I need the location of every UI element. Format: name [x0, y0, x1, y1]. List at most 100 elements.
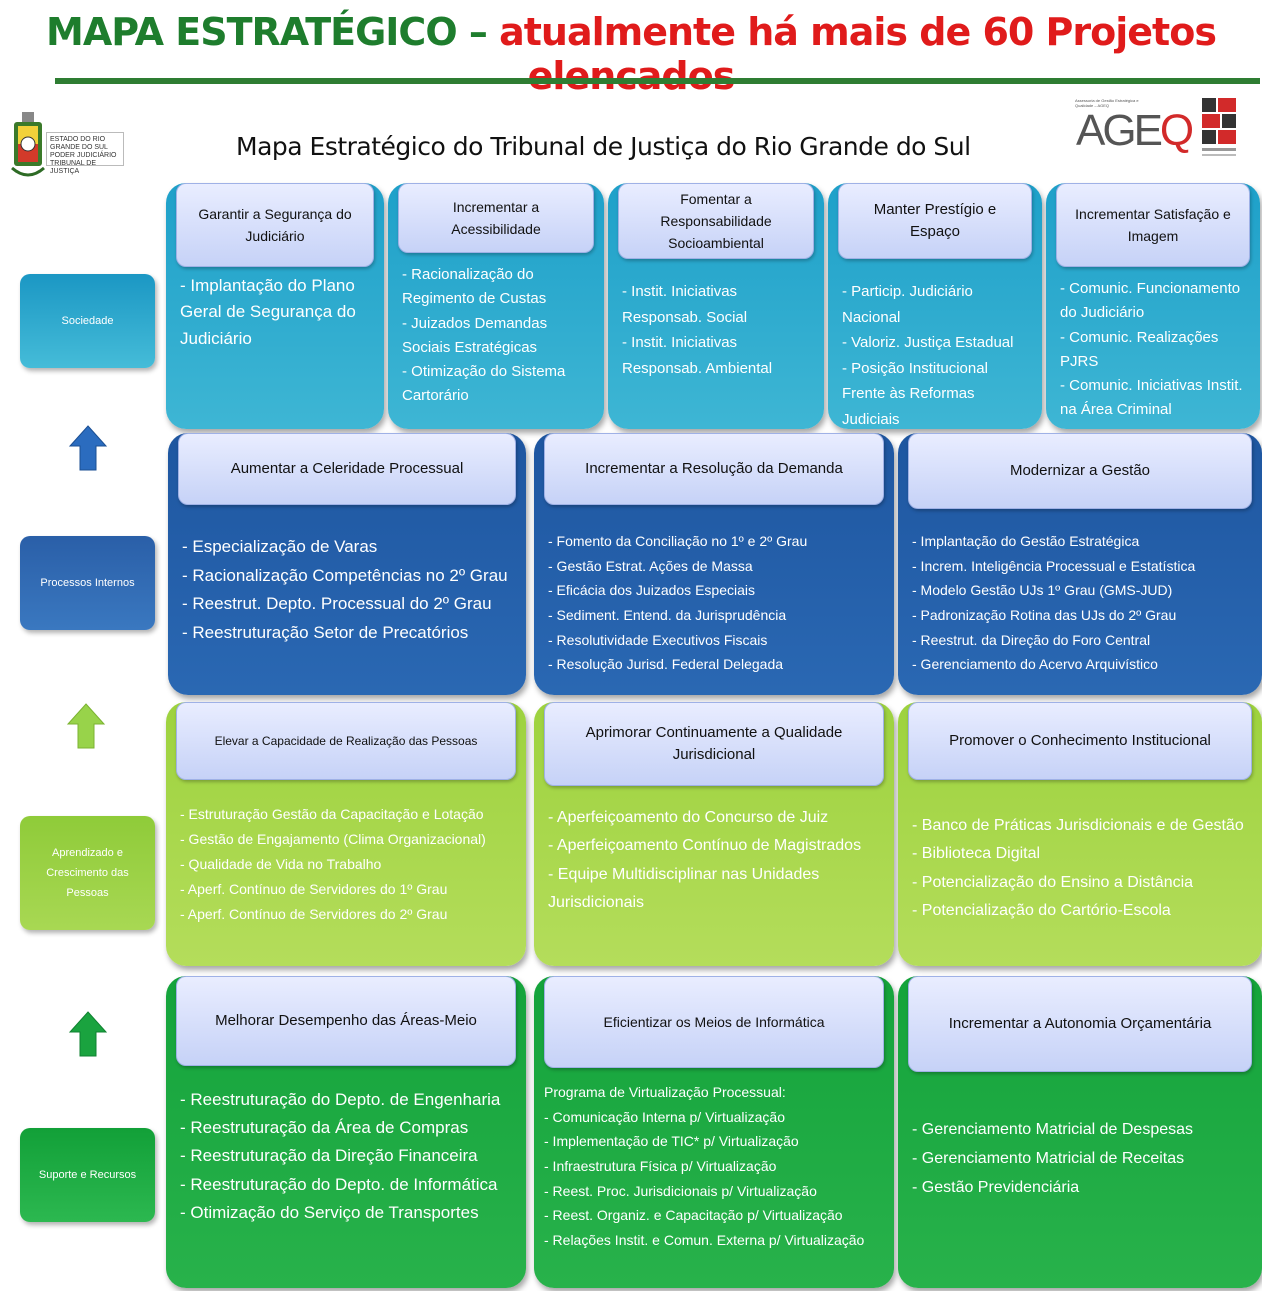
- project-item: - Juizados Demandas Sociais Estratégicas: [402, 314, 548, 356]
- project-item: - Reestrut. da Direção do Foro Central: [912, 631, 1151, 648]
- project-item: - Aperfeiçoamento Contínuo de Magistrado…: [548, 837, 862, 855]
- project-item: - Particip. Judiciário Nacional: [842, 283, 973, 326]
- objective-title: Modernizar a Gestão: [908, 433, 1252, 509]
- objective-title: Manter Prestígio e Espaço: [838, 183, 1032, 259]
- project-item: - Racionalização do Regimento de Custas: [402, 266, 547, 308]
- project-item: - Implementação de TIC* p/ Virtualização: [544, 1133, 799, 1150]
- project-item: - Instit. Iniciativas Responsab. Ambient…: [622, 334, 773, 377]
- project-item: - Otimização do Serviço de Transportes: [180, 1202, 479, 1222]
- objective-title: Melhorar Desempenho das Áreas-Meio: [176, 976, 516, 1066]
- project-item: - Resolução Jurisd. Federal Delegada: [548, 656, 784, 673]
- row-label-suporte: Suporte e Recursos: [20, 1128, 155, 1222]
- page-headline: MAPA ESTRATÉGICO – atualmente há mais de…: [0, 10, 1262, 98]
- project-item: - Otimização do Sistema Cartorário: [402, 363, 566, 405]
- objective-card-celeridade: Aumentar a Celeridade Processual - Espec…: [168, 433, 526, 695]
- headline-divider: [55, 78, 1260, 84]
- project-item: - Increm. Inteligência Processual e Esta…: [912, 557, 1196, 574]
- program-heading: Programa de Virtualização Processual:: [544, 1084, 786, 1100]
- project-item: - Aperf. Contínuo de Servidores do 2º Gr…: [180, 905, 448, 922]
- project-item: - Comunicação Interna p/ Virtualização: [544, 1108, 785, 1125]
- project-item: - Reest. Proc. Jurisdicionais p/ Virtual…: [544, 1182, 817, 1199]
- project-item: - Banco de Práticas Jurisdicionais e de …: [912, 817, 1244, 834]
- ageq-logo-text: AGE: [1076, 106, 1163, 155]
- objective-card-areas-meio: Melhorar Desempenho das Áreas-Meio - Ree…: [166, 976, 526, 1288]
- objective-title: Aumentar a Celeridade Processual: [178, 433, 516, 505]
- project-item: - Gestão de Engajamento (Clima Organizac…: [180, 830, 486, 847]
- project-item: - Aperfeiçoamento do Concurso de Juiz: [548, 809, 829, 826]
- project-item: - Sediment. Entend. da Jurisprudência: [548, 606, 787, 623]
- ageq-logo: AGEQ: [1076, 106, 1194, 156]
- project-item: - Implantação do Plano Geral de Seguranç…: [180, 276, 356, 348]
- objective-title: Aprimorar Continuamente a Qualidade Juri…: [544, 702, 884, 786]
- project-item: - Fomento da Conciliação no 1º e 2º Grau: [548, 533, 808, 549]
- project-item: - Aperf. Contínuo de Servidores do 1º Gr…: [180, 880, 448, 897]
- ageq-caption: Assessoria de Gestão Estratégica e Quali…: [1075, 98, 1139, 108]
- project-item: - Gerenciamento Matricial de Receitas: [912, 1149, 1185, 1167]
- up-arrow-icon: [68, 1011, 108, 1057]
- project-item: - Valoriz. Justiça Estadual: [842, 334, 1014, 351]
- objective-card-prestigio: Manter Prestígio e Espaço - Particip. Ju…: [828, 183, 1042, 429]
- project-item: - Eficácia dos Juizados Especiais: [548, 582, 755, 599]
- pgq-logo-icon: [1202, 98, 1236, 156]
- project-item: - Implantação do Gestão Estratégica: [912, 533, 1140, 549]
- project-item: - Equipe Multidisciplinar nas Unidades J…: [548, 865, 820, 912]
- row-label-aprendizado: Aprendizado e Crescimento das Pessoas: [20, 816, 155, 930]
- project-item: - Potencialização do Ensino a Distância: [912, 873, 1194, 891]
- project-item: - Gerenciamento do Acervo Arquivístico: [912, 656, 1158, 673]
- project-item: - Posição Institucional Frente às Reform…: [842, 359, 988, 428]
- objective-card-seguranca: Garantir a Segurança do Judiciário - Imp…: [166, 183, 384, 429]
- project-item: - Reest. Organiz. e Capacitação p/ Virtu…: [544, 1207, 843, 1224]
- map-title: Mapa Estratégico do Tribunal de Justiça …: [236, 132, 971, 161]
- objective-title: Elevar a Capacidade de Realização das Pe…: [176, 702, 516, 780]
- project-item: - Modelo Gestão UJs 1º Grau (GMS-JUD): [912, 582, 1173, 599]
- project-item: - Qualidade de Vida no Trabalho: [180, 855, 382, 872]
- coat-of-arms-icon: [11, 112, 45, 177]
- project-item: - Comunic. Realizações PJRS: [1060, 328, 1219, 370]
- project-item: - Reestruturação da Direção Financeira: [180, 1146, 478, 1166]
- headline-main: MAPA ESTRATÉGICO –: [46, 10, 500, 54]
- objective-card-autonomia-orcamentaria: Incrementar a Autonomia Orçamentária - G…: [898, 976, 1262, 1288]
- project-item: - Reestruturação do Depto. de Informátic…: [180, 1174, 498, 1194]
- objective-card-qualidade-jurisdicional: Aprimorar Continuamente a Qualidade Juri…: [534, 702, 894, 966]
- project-item: - Infraestrutura Física p/ Virtualização: [544, 1157, 777, 1174]
- project-item: - Estruturação Gestão da Capacitação e L…: [180, 806, 484, 822]
- objective-card-modernizar-gestao: Modernizar a Gestão - Implantação do Ges…: [898, 433, 1262, 695]
- objective-card-capacidade-pessoas: Elevar a Capacidade de Realização das Pe…: [166, 702, 526, 966]
- objective-card-resolucao-demanda: Incrementar a Resolução da Demanda - Fom…: [534, 433, 894, 695]
- headline-highlight: atualmente há mais de 60 Projetos elenca…: [499, 10, 1217, 98]
- up-arrow-icon: [66, 703, 106, 749]
- project-item: - Instit. Iniciativas Responsab. Social: [622, 283, 748, 326]
- objective-card-informatica: Eficientizar os Meios de Informática Pro…: [534, 976, 894, 1288]
- project-item: - Comunic. Iniciativas Instit. na Área C…: [1060, 377, 1243, 419]
- project-item: - Biblioteca Digital: [912, 845, 1041, 863]
- objective-title: Promover o Conhecimento Institucional: [908, 702, 1252, 780]
- project-item: - Reestruturação Setor de Precatórios: [182, 622, 469, 642]
- judiciary-brand: ESTADO DO RIO GRANDE DO SUL PODER JUDICI…: [46, 132, 124, 175]
- project-item: - Reestruturação do Depto. de Engenharia: [180, 1090, 501, 1109]
- objective-card-conhecimento-institucional: Promover o Conhecimento Institucional - …: [898, 702, 1262, 966]
- project-item: - Gerenciamento Matricial de Despesas: [912, 1121, 1194, 1138]
- objective-title: Incrementar Satisfação e Imagem: [1056, 183, 1250, 267]
- project-item: - Resolutividade Executivos Fiscais: [548, 631, 768, 648]
- project-item: - Reestruturação da Área de Compras: [180, 1118, 469, 1138]
- objective-card-satisfacao: Incrementar Satisfação e Imagem - Comuni…: [1046, 183, 1260, 429]
- project-item: - Especialização de Varas: [182, 537, 378, 556]
- objective-title: Incrementar a Autonomia Orçamentária: [908, 976, 1252, 1072]
- objective-title: Garantir a Segurança do Judiciário: [176, 183, 374, 267]
- project-item: - Gestão Previdenciária: [912, 1178, 1080, 1196]
- project-item: - Gestão Estrat. Ações de Massa: [548, 557, 753, 574]
- row-label-processos: Processos Internos: [20, 536, 155, 630]
- up-arrow-icon: [68, 425, 108, 471]
- ageq-logo-q: Q: [1159, 106, 1194, 155]
- project-item: - Padronização Rotina das UJs do 2º Grau: [912, 606, 1177, 623]
- row-label-sociedade: Sociedade: [20, 274, 155, 368]
- project-item: - Reestrut. Depto. Processual do 2º Grau: [182, 594, 492, 614]
- project-item: - Potencialização do Cartório-Escola: [912, 902, 1171, 920]
- objective-card-socioambiental: Fomentar a Responsabilidade Socioambient…: [608, 183, 824, 429]
- project-item: - Relações Instit. e Comun. Externa p/ V…: [544, 1231, 865, 1248]
- objective-title: Fomentar a Responsabilidade Socioambient…: [618, 183, 814, 259]
- objective-title: Incrementar a Acessibilidade: [398, 183, 594, 253]
- objective-card-acessibilidade: Incrementar a Acessibilidade - Racionali…: [388, 183, 604, 429]
- project-item: - Comunic. Funcionamento do Judiciário: [1060, 280, 1241, 322]
- project-item: - Racionalização Competências no 2º Grau: [182, 565, 508, 585]
